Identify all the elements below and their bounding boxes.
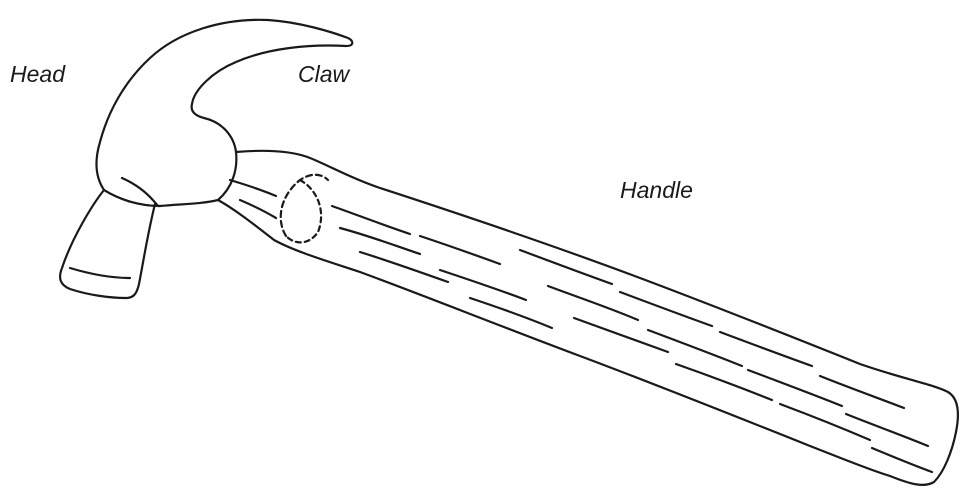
hammer-head-body — [97, 20, 353, 206]
label-claw: Claw — [298, 63, 349, 86]
hammer-handle — [218, 151, 958, 485]
hammer-face — [60, 190, 155, 298]
label-handle: Handle — [620, 179, 693, 202]
label-head: Head — [10, 63, 65, 86]
